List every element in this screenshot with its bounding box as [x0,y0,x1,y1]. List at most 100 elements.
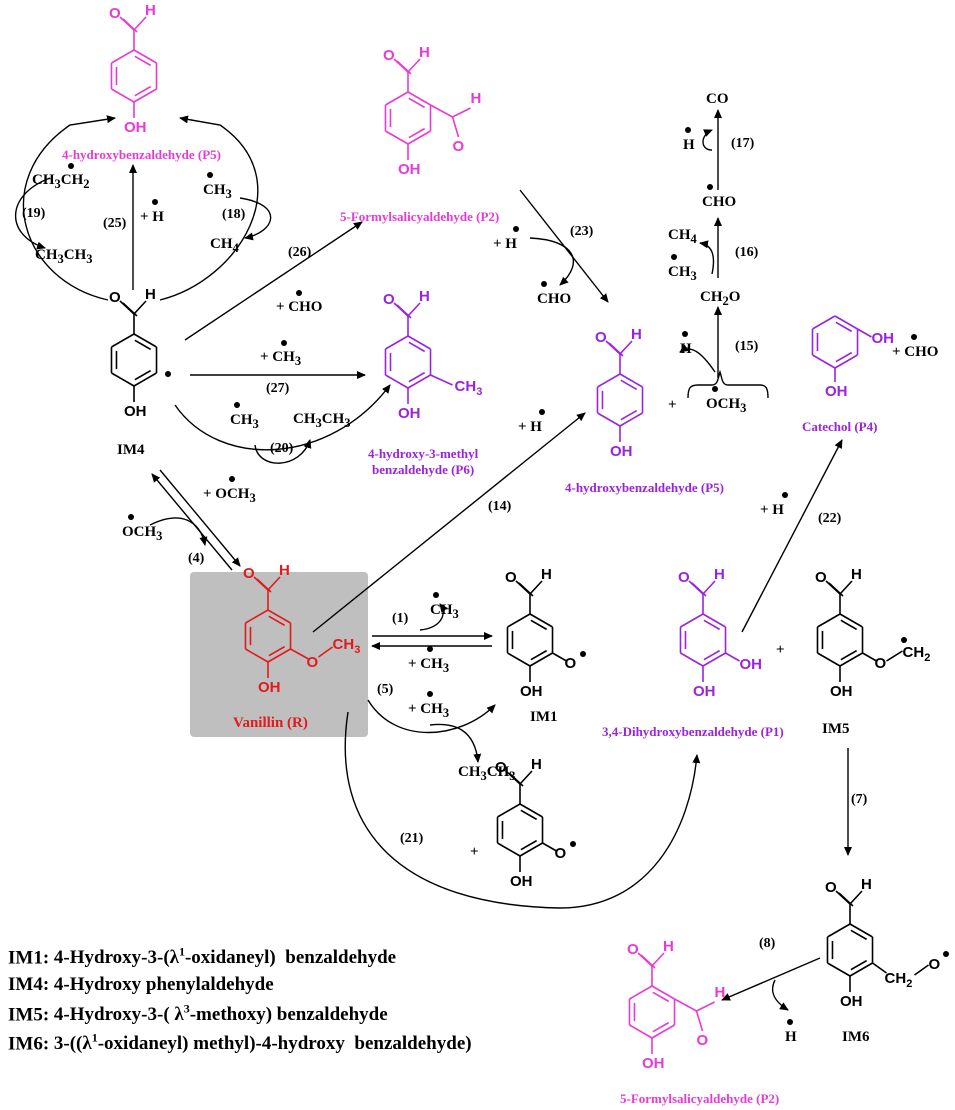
label-p5-mid: 4-hydroxybenzaldehyde (P5) [565,480,725,495]
p2-bottom-h-atom: H [663,938,674,955]
p5-top-h-atom: H [145,2,156,19]
arrow-18 [239,197,272,241]
im5-ring-bond [817,613,841,628]
vanillin-ch-bond [267,576,281,591]
im6-ring-double-bond [850,929,868,941]
im1b-ring-double-bond [520,809,538,821]
arrow-4-curl [149,517,208,546]
im1-ring-bond [507,613,531,628]
p6-methyl-bond [430,374,453,386]
step-23: (23) [570,224,594,239]
im1b-radical-dot [569,841,576,847]
arrow-8-curl [771,979,789,1011]
p2-bottom-ch-bond [696,1001,715,1012]
p2-top-ring-double-bond [408,97,426,109]
species-ch3ch3-20: CH3CH3 [293,411,351,430]
p2-bottom-cho2-bond [674,998,697,1012]
step-20: (20) [270,441,294,456]
p5-mid-ring-bond [619,373,643,388]
im4-ring-bond [133,333,157,348]
radical-dot [207,172,213,178]
p1-ring-double-bond [703,619,721,631]
legend-im4: IM4: 4-Hydroxy phenylaldehyde [8,974,274,995]
radical-dot [911,334,917,340]
p6-methyl-atom: CH3 [454,378,483,398]
step-1: (1) [392,611,409,626]
label-vanillin: Vanillin (R) [233,715,308,731]
im6-oh-atom: OH [840,993,863,1010]
im4-ring-double-bond [134,369,152,381]
im4-ring-bond [111,333,135,348]
im6-ring-bond [849,962,873,977]
im1-o-bond [552,652,567,662]
p1-oh-bond [725,652,740,662]
p2-bottom-o-atom: O [627,941,639,958]
radical-dot [296,290,302,296]
vanillin-ring-double-bond [268,615,286,627]
vanillin-ring-bond [245,648,269,663]
radical-dot [541,281,547,287]
p4-ring-double-bond [835,321,853,333]
im6-ring-bond [827,962,851,977]
p4-oh-bond [857,328,872,338]
p2-top-ring-double-bond [408,127,426,139]
species-ch3ch2: CH3CH2 [32,172,90,191]
p6-oh-atom: OH [398,405,421,422]
label-im6: IM6 [842,1029,870,1045]
vanillin-highlight-box [190,572,368,737]
im6-ch2-bond [872,962,887,974]
legend-im1: IM1: 4-Hydroxy-3-(λ1-oxidaneyl) benzalde… [8,945,397,969]
species-cho-23: CHO [537,291,572,307]
radical-dot [427,646,433,652]
im6-o-atom: O [825,879,837,896]
vanillin-ring-double-bond [268,645,286,657]
vanillin-ring-bond [267,648,291,663]
im4-h-atom: H [145,286,156,303]
species-h-17: H [683,137,695,153]
p1-h-atom: H [714,566,725,583]
step-4: (4) [188,551,205,566]
p5-mid-ring-bond [597,412,621,427]
radical-dot [539,409,545,415]
vanillin-ring-bond [267,609,291,624]
p2-top-o-atom: O [383,47,395,64]
p4-ring-bond [812,315,836,330]
p5-top-ring-bond [111,49,135,64]
p5-top-ring-bond [133,49,157,64]
im4-ring-double-bond [134,339,152,351]
arrow-15-curl [679,344,716,373]
radical-dot [128,514,134,520]
p6-o-atom: O [383,291,395,308]
radical-dot [707,184,713,190]
im6-ch-bond [849,890,863,905]
label-p1: 3,4-Dihydroxybenzaldehyde (P1) [602,724,784,739]
p2-top-ch-bond [407,58,421,73]
species-plus-h-p6: + H [518,419,542,435]
p2-bottom-ch-bond [651,952,665,967]
im1b-ch-bond [519,770,533,785]
p4-oh1-atom: OH [871,330,895,347]
im1b-o-bond [542,842,557,852]
species-ch3-1: CH3 [430,602,459,621]
arrow-17-curl [702,129,713,151]
step-27: (27) [266,381,290,396]
radical-dot [433,592,439,598]
species-plus-ch3-27: + CH3 [260,349,302,368]
p1-o-atom: O [678,569,690,586]
p1-ring-bond [702,652,726,667]
im6-ring-bond [849,923,873,938]
p6-ring-double-bond [408,371,426,383]
p6-ring-bond [407,335,431,350]
species-plus-p5: + [668,397,677,413]
p5-top-ch-bond [133,16,147,31]
im1-ring-bond [529,652,553,667]
species-plus-cho-26: + CHO [276,299,323,315]
arrow-4-down [159,469,241,567]
radical-dot [68,163,74,169]
step-8: (8) [759,936,776,951]
p6-ring-bond [385,374,409,389]
im5-ring-bond [817,652,841,667]
p5-top-ring-bond [111,88,135,103]
